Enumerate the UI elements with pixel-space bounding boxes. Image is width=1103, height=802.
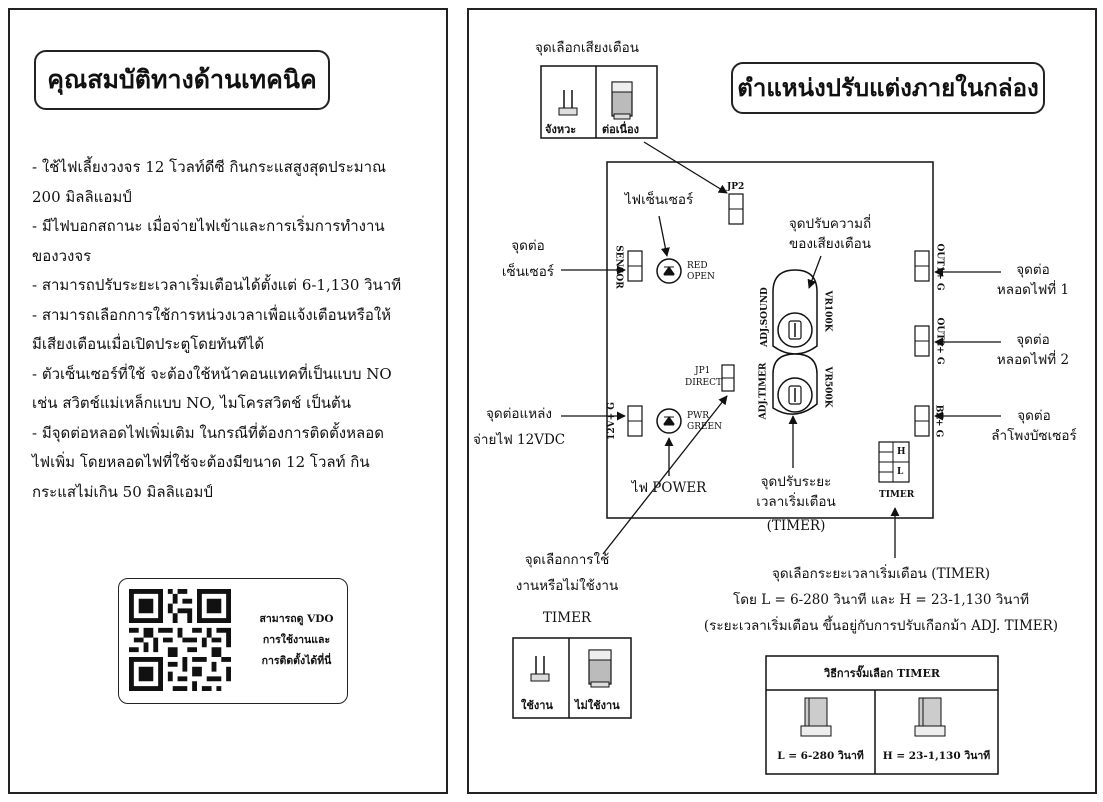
callout-line: เวลาเริ่มเตือน bbox=[756, 494, 836, 510]
qr-caption-line: การติดตั้งได้ที่นี่ bbox=[261, 655, 332, 667]
spec-title: คุณสมบัติทางด้านเทคนิค bbox=[34, 50, 330, 110]
jumper-cap-icon bbox=[800, 697, 832, 737]
callout-line: จุดต่อ bbox=[1016, 262, 1050, 278]
spec-line: - สามารถเลือกการใช้การหน่วงเวลาเพื่อแจ้ง… bbox=[32, 305, 392, 324]
h-label: H bbox=[897, 447, 906, 457]
diagram-panel: ตำแหน่งปรับแต่งภายในกล่อง จุดเลือกเสียงเ… bbox=[467, 8, 1097, 794]
callout-line: จุดต่อ bbox=[511, 238, 545, 254]
sensor-led-callout: ไฟเซ็นเซอร์ bbox=[624, 192, 694, 208]
spec-line: ของวงจร bbox=[32, 246, 92, 265]
callout-line: จุดต่อ bbox=[1017, 408, 1051, 424]
callout-line: จุดปรับระยะ bbox=[760, 474, 832, 490]
qr-box: สามารถดู VDO การใช้งานและ การติดตั้งได้ท… bbox=[118, 578, 348, 704]
spec-line: 200 มิลลิแอมป์ bbox=[32, 187, 132, 206]
buzzer-option-continuous: ต่อเนื่อง bbox=[602, 123, 640, 136]
callout-line: หลอดไฟที่ 1 bbox=[996, 282, 1070, 298]
arrow-icon bbox=[643, 141, 728, 194]
spec-panel: คุณสมบัติทางด้านเทคนิค - ใช้ไฟเลี้ยงวงจร… bbox=[8, 8, 448, 794]
spec-list: - ใช้ไฟเลี้ยงวงจร 12 โวลท์ดีซี กินกระแสส… bbox=[32, 153, 442, 507]
buzzer-option-box bbox=[540, 65, 658, 139]
callout-line: จุดปรับความถี่ bbox=[788, 216, 872, 232]
callout-line: จุดต่อ bbox=[1016, 332, 1050, 348]
power-conn-callout: จุดต่อแหล่ง จ่ายไฟ 12VDC bbox=[473, 404, 565, 450]
qr-caption-line: การใช้งานและ bbox=[262, 634, 331, 646]
buzzer-select-label: จุดเลือกเสียงเตือน bbox=[535, 40, 639, 56]
spec-line: มีเสียงเตือนเมื่อเปิดประตูโดยทันทีได้ bbox=[32, 335, 265, 353]
timer-table-title: วิธีการจั๊มเลือก TIMER bbox=[824, 667, 940, 680]
sensor-label: SENSOR bbox=[613, 245, 624, 289]
timer-select-callout: จุดเลือกระยะเวลาเริ่มเตือน (TIMER) โดย L… bbox=[685, 564, 1077, 636]
callout-line: จ่ายไฟ 12VDC bbox=[473, 432, 566, 448]
timer-use-on: ใช้งาน bbox=[521, 699, 553, 712]
timer-pcb-label: TIMER bbox=[879, 490, 915, 500]
board-diagram bbox=[512, 65, 1001, 775]
timer-option-h: H = 23-1,130 วินาที bbox=[882, 750, 991, 762]
callout-line: จุดเลือกระยะเวลาเริ่มเตือน (TIMER) bbox=[771, 566, 991, 582]
callout-line: จุดเลือกการใช้ bbox=[524, 552, 610, 568]
open-label: OPEN bbox=[687, 272, 715, 282]
lamp2-callout: จุดต่อ หลอดไฟที่ 2 bbox=[983, 330, 1083, 370]
power-in-label: 12V+ G bbox=[606, 402, 617, 440]
arrow-icon bbox=[807, 255, 822, 289]
callout-line: (ระยะเวลาเริ่มเตือน ขึ้นอยู่กับการปรับเก… bbox=[703, 618, 1059, 634]
callout-line: ของเสียงเตือน bbox=[788, 236, 871, 252]
timer-adj-callout: จุดปรับระยะ เวลาเริ่มเตือน (TIMER) bbox=[741, 472, 851, 536]
pwr-label: PWR bbox=[687, 411, 710, 421]
buzzer-conn-callout: จุดต่อ ลำโพงบัซเซอร์ bbox=[979, 406, 1089, 446]
callout-line: งานหรือไม่ใช้งาน bbox=[515, 578, 619, 594]
callout-line: หลอดไฟที่ 2 bbox=[996, 352, 1070, 368]
jumper-cap-icon bbox=[611, 81, 633, 120]
spec-line: - สามารถปรับระยะเวลาเริ่มเตือนได้ตั้งแต่… bbox=[32, 276, 402, 294]
lamp1-callout: จุดต่อ หลอดไฟที่ 1 bbox=[983, 260, 1083, 300]
jumper-pins-icon bbox=[558, 90, 578, 116]
spec-line: - มีไฟบอกสถานะ เมื่อจ่ายไฟเข้าและการเริ่… bbox=[32, 217, 385, 235]
green-label: GREEN bbox=[687, 422, 722, 432]
red-label: RED bbox=[687, 261, 708, 271]
arrow-icon bbox=[602, 395, 728, 555]
jp2-label: JP2 bbox=[727, 182, 745, 192]
timer-use-callout: จุดเลือกการใช้ งานหรือไม่ใช้งาน TIMER bbox=[503, 550, 631, 628]
sensor-conn-callout: จุดต่อ เซ็นเซอร์ bbox=[493, 236, 563, 282]
jumper-cap-icon bbox=[914, 697, 946, 737]
out1-label: OUT1+ G bbox=[934, 243, 945, 291]
timer-use-off: ไม่ใช้งาน bbox=[575, 699, 620, 712]
adj-sound-label: ADJ.SOUND bbox=[759, 287, 770, 347]
qr-caption-line: สามารถดู VDO bbox=[259, 613, 334, 625]
jp1-label: JP1 bbox=[695, 366, 711, 376]
spec-line: กระแสไม่เกิน 50 มิลลิแอมป์ bbox=[32, 482, 213, 501]
vr-timer-label: VR500K bbox=[822, 366, 833, 408]
timer-option-l: L = 6-280 วินาที bbox=[777, 750, 864, 762]
freq-callout: จุดปรับความถี่ ของเสียงเตือน bbox=[775, 214, 885, 254]
adj-timer-label: ADJ.TIMER bbox=[758, 362, 769, 420]
jumper-cap-icon bbox=[588, 649, 612, 688]
bz-label: BZ+ G bbox=[933, 404, 944, 438]
out2-label: OUT2+ G bbox=[934, 317, 945, 365]
direct-label: DIRECT bbox=[685, 378, 723, 388]
spec-line: - มีจุดต่อหลอดไฟเพิ่มเติม ในกรณีที่ต้องก… bbox=[32, 423, 384, 442]
callout-line: ลำโพงบัซเซอร์ bbox=[991, 428, 1077, 444]
spec-line: ไฟเพิ่ม โดยหลอดไฟที่ใช้จะต้องมีขนาด 12 โ… bbox=[32, 453, 370, 471]
arrow-icon bbox=[658, 215, 670, 257]
callout-line: โดย L = 6-280 วินาที และ H = 23-1,130 วิ… bbox=[732, 592, 1030, 608]
spec-line: - ตัวเซ็นเซอร์ที่ใช้ จะต้องใช้หน้าคอนแทค… bbox=[32, 364, 392, 383]
buzzer-option-pulse: จังหวะ bbox=[545, 123, 577, 136]
callout-line: เซ็นเซอร์ bbox=[501, 264, 555, 280]
callout-line: TIMER bbox=[542, 610, 592, 626]
l-label: L bbox=[897, 467, 904, 477]
vr-sound-label: VR100K bbox=[822, 290, 833, 332]
diagram-title: ตำแหน่งปรับแต่งภายในกล่อง bbox=[731, 62, 1045, 114]
qr-caption: สามารถดู VDO การใช้งานและ การติดตั้งได้ท… bbox=[249, 609, 344, 672]
power-led-callout: ไฟ POWER bbox=[631, 480, 707, 496]
jumper-pins-icon bbox=[530, 656, 550, 682]
callout-line: (TIMER) bbox=[766, 518, 826, 534]
qr-code-icon[interactable] bbox=[129, 589, 231, 691]
spec-line: เช่น สวิตช์แม่เหล็กแบบ NO, ไมโครสวิตช์ เ… bbox=[32, 394, 351, 412]
callout-line: จุดต่อแหล่ง bbox=[485, 406, 553, 422]
spec-line: - ใช้ไฟเลี้ยงวงจร 12 โวลท์ดีซี กินกระแสส… bbox=[32, 158, 386, 176]
